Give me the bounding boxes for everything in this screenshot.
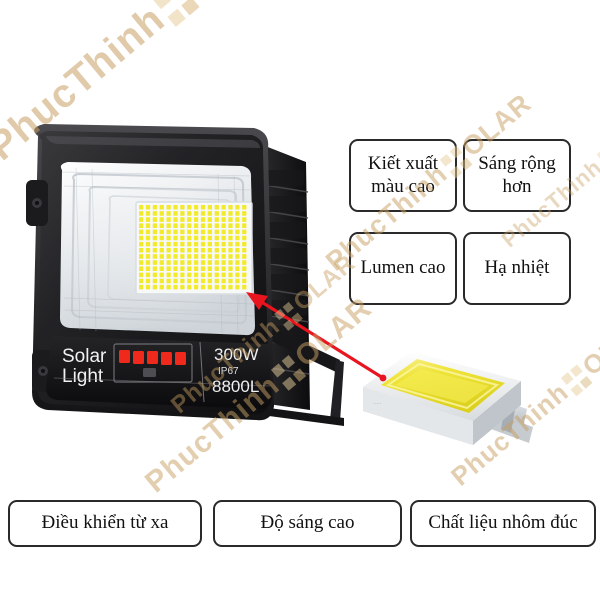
feature-cast-aluminum-label: Chất liệu nhôm đúc (428, 512, 578, 534)
feature-heat-reduction[interactable]: Hạ nhiệt (463, 232, 571, 305)
feature-high-lumen-label: Lumen cao (360, 257, 446, 279)
ir-receiver-icon (143, 368, 156, 377)
faceplate-ip-rating: IP67 (218, 366, 239, 377)
feature-high-lumen[interactable]: Lumen cao (349, 232, 457, 305)
faceplate-lumens: 8800L (212, 377, 259, 396)
faceplate-brand-line-1: Solar (62, 346, 107, 367)
feature-wider-beam-label: Sáng rộng hơn (478, 153, 556, 197)
feature-heat-reduction-label: Hạ nhiệt (484, 257, 550, 279)
feature-color-rendering-label: Kiết xuất màu cao (367, 153, 439, 197)
solar-led-floodlight: Solar Light 300W IP67 8800L (26, 124, 344, 426)
feature-remote-control-label: Điều khiển từ xa (41, 512, 169, 534)
feature-cast-aluminum[interactable]: Chất liệu nhôm đúc (410, 500, 596, 547)
chip-marking: ····· (373, 401, 382, 407)
feature-color-rendering[interactable]: Kiết xuất màu cao (349, 139, 457, 212)
faceplate-brand-line-2: Light (62, 366, 104, 387)
solar-panel-logo-icon (597, 144, 600, 168)
feature-remote-control[interactable]: Điều khiển từ xa (8, 500, 202, 547)
solar-panel-logo-icon (561, 365, 590, 394)
led-array (136, 202, 252, 294)
chip-phosphor-surface (381, 359, 505, 413)
feature-high-brightness-label: Độ sáng cao (260, 512, 355, 534)
feature-high-brightness[interactable]: Độ sáng cao (213, 500, 402, 547)
feature-wider-beam[interactable]: Sáng rộng hơn (463, 139, 571, 212)
watermark-trail-text: OLAR (175, 0, 294, 6)
watermark-trail-text: OLAR (576, 308, 600, 382)
solar-panel-logo-icon (152, 0, 196, 23)
faceplate-power: 300W (214, 345, 258, 364)
bracket-pivot-knob (26, 180, 48, 226)
indicator-window (113, 343, 193, 383)
led-array-border (135, 201, 253, 295)
floodlight-faceplate: Solar Light 300W IP67 8800L (46, 336, 272, 410)
smd-led-chip: ····· (363, 351, 533, 445)
battery-indicator-leds (119, 350, 186, 365)
